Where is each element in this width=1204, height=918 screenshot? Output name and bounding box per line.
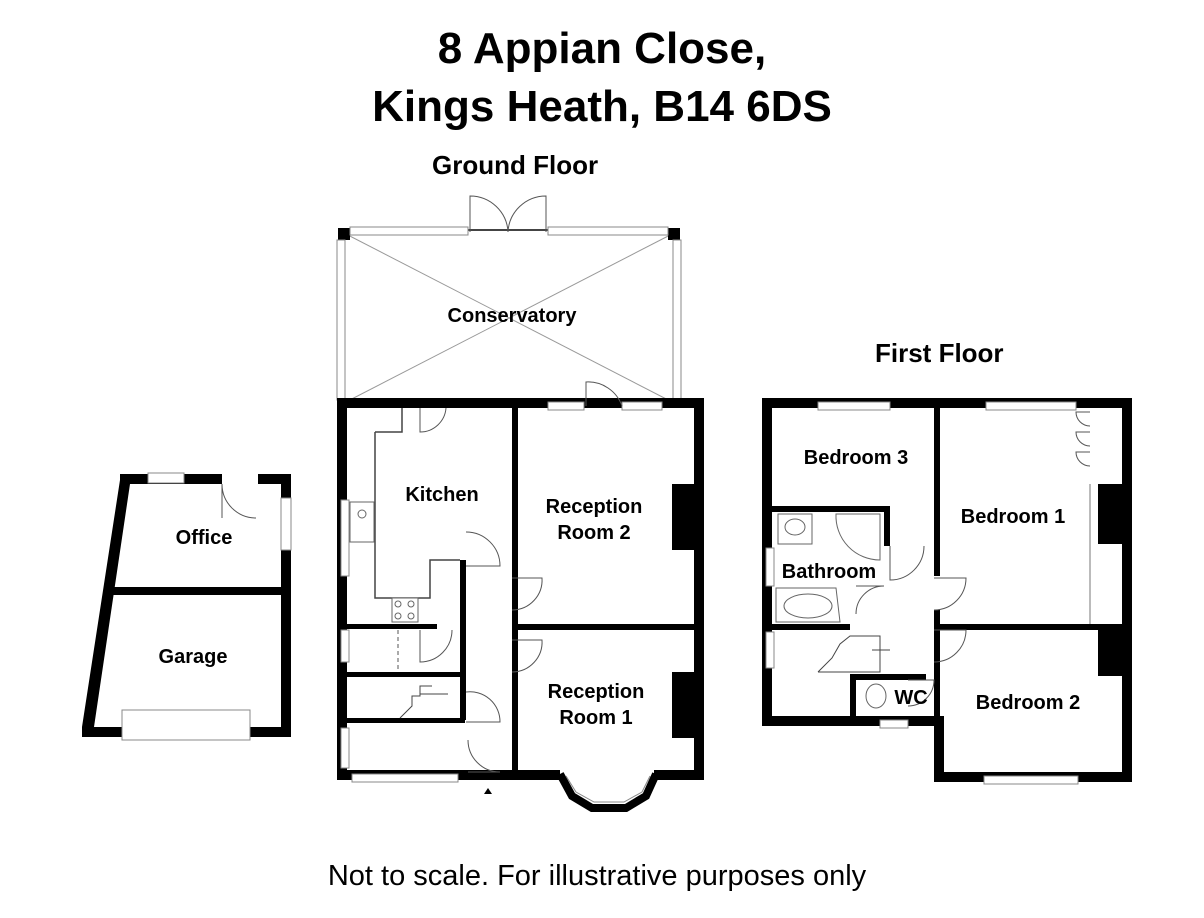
conservatory-side-window-left xyxy=(336,239,346,401)
label-wc: WC xyxy=(894,687,927,709)
entrance-arrow xyxy=(484,788,492,794)
disclaimer-footer: Not to scale. For illustrative purposes … xyxy=(327,860,867,892)
label-office: Office xyxy=(176,527,233,549)
side-window-1 xyxy=(340,629,350,663)
wc-toilet xyxy=(865,683,887,709)
property-address-line1: 8 Appian Close, xyxy=(437,24,767,73)
label-conservatory: Conservatory xyxy=(448,305,578,327)
label-bedroom2: Bedroom 2 xyxy=(976,692,1080,714)
ground-floor-plan xyxy=(336,195,704,812)
office-window-top xyxy=(147,472,185,484)
bedroom2-door xyxy=(933,629,967,663)
reception2-window-right xyxy=(621,401,663,411)
bathroom-window xyxy=(765,547,775,587)
first-floor-plan xyxy=(762,398,1132,785)
label-reception1-line2: Room 1 xyxy=(559,707,632,729)
first-floor-stairs xyxy=(817,635,881,673)
cloakroom-door xyxy=(465,691,501,723)
front-window xyxy=(351,773,459,783)
reception2-back-door xyxy=(585,381,623,407)
label-kitchen: Kitchen xyxy=(405,484,478,506)
ground-floor-heading: Ground Floor xyxy=(432,150,599,180)
label-bedroom1: Bedroom 1 xyxy=(961,506,1065,528)
label-bedroom3: Bedroom 3 xyxy=(804,447,908,469)
bedroom2-window xyxy=(983,775,1079,785)
kitchen-window xyxy=(340,499,350,577)
conservatory-side-window-right xyxy=(672,239,682,401)
label-garage: Garage xyxy=(159,646,228,668)
reception2-window-left xyxy=(547,401,585,411)
label-bathroom: Bathroom xyxy=(782,561,876,583)
kitchen-sink xyxy=(349,501,375,543)
reception1-chimney xyxy=(672,672,694,738)
wc-door xyxy=(907,679,935,707)
reception2-door xyxy=(511,577,543,611)
landing-window xyxy=(765,631,775,669)
reception1-door xyxy=(511,639,543,673)
bedroom1-window xyxy=(985,401,1077,411)
conservatory-window-left xyxy=(349,226,469,236)
property-address-line2: Kings Heath, B14 6DS xyxy=(372,82,832,131)
side-window-2 xyxy=(340,727,350,769)
bedroom1-wardrobe xyxy=(1075,411,1091,467)
reception2-chimney xyxy=(672,484,694,550)
front-door xyxy=(467,739,501,773)
office-door xyxy=(221,483,257,519)
label-reception2-line1: Reception xyxy=(546,496,643,518)
bedroom3-door xyxy=(855,585,885,615)
bedroom1-chimney xyxy=(1098,484,1122,544)
label-reception1-line1: Reception xyxy=(548,681,645,703)
shower-enclosure xyxy=(835,513,881,561)
bathroom-door xyxy=(889,545,925,581)
bedroom2-chimney xyxy=(1098,630,1122,676)
utility-door xyxy=(419,629,453,663)
bedroom3-window xyxy=(817,401,891,411)
conservatory-window-right xyxy=(547,226,669,236)
bedroom1-door xyxy=(933,577,967,611)
conservatory-french-doors xyxy=(469,195,547,233)
label-reception2-line2: Room 2 xyxy=(557,522,630,544)
wc-window xyxy=(879,719,909,729)
garage-door xyxy=(121,709,251,741)
office-window-side xyxy=(280,497,292,551)
kitchen-back-door xyxy=(419,407,447,433)
first-floor-heading: First Floor xyxy=(875,338,1004,368)
kitchen-door xyxy=(465,531,501,567)
garage-office-building xyxy=(82,472,292,741)
